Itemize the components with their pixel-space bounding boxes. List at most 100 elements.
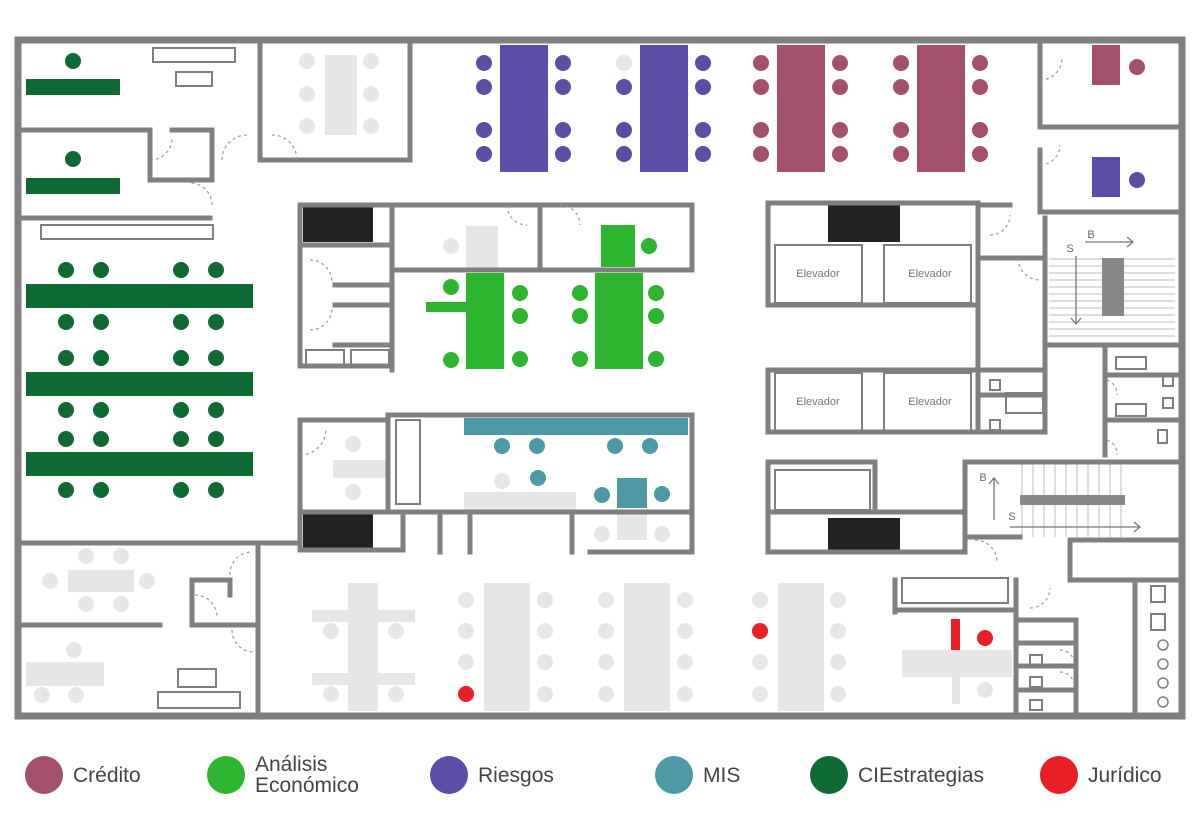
fixture-8: [883, 244, 972, 304]
chair-104: [388, 686, 404, 702]
chair-85: [594, 487, 610, 503]
chair-12: [616, 146, 632, 162]
elevator-label-2: Elevador: [908, 268, 952, 280]
legend-item-analisis: Análisis Económico: [207, 750, 359, 800]
chair-21: [832, 55, 848, 71]
desk-19: [348, 583, 378, 711]
desk-juridico-1: [951, 619, 960, 650]
chair-105: [458, 592, 474, 608]
chair-juridico-2: [752, 623, 768, 639]
desk-6: [26, 452, 253, 476]
stair-arrow-1: [1085, 236, 1135, 248]
chair-68: [641, 238, 657, 254]
legend-swatch-ciestrategias: [810, 756, 848, 794]
fixture-14: [1115, 403, 1147, 417]
chair-34: [1129, 172, 1145, 188]
door-swing-5: [309, 259, 333, 283]
chair-13: [695, 55, 711, 71]
fixture-16: [989, 419, 1001, 431]
sink-1: [1157, 639, 1169, 651]
stair-arrow-2: [1070, 256, 1082, 326]
door-swing-6: [309, 307, 333, 331]
chair-58: [208, 402, 224, 418]
chair-25: [893, 55, 909, 71]
chair-56: [173, 402, 189, 418]
chair-42: [363, 118, 379, 134]
chair-35: [65, 53, 81, 69]
chair-30: [972, 79, 988, 95]
office-desk-1: [1092, 45, 1120, 85]
chair-juridico-3: [977, 630, 993, 646]
chair-63: [173, 431, 189, 447]
dark-block-3: [828, 205, 900, 242]
chair-28: [893, 146, 909, 162]
fixture-13: [1115, 356, 1147, 370]
office-desk-2: [1092, 157, 1120, 197]
desk-14: [464, 492, 576, 510]
door-swing-2: [189, 182, 213, 206]
chair-110: [537, 654, 553, 670]
chair-119: [598, 686, 614, 702]
chair-95: [113, 596, 129, 612]
fixture-7: [774, 244, 863, 304]
fixture-23: [1029, 676, 1043, 688]
legend-label-riesgos: Riesgos: [478, 763, 554, 787]
chair-24: [832, 146, 848, 162]
chair-66: [208, 482, 224, 498]
team-desk-1: [500, 45, 548, 172]
chair-91: [345, 484, 361, 500]
chair-97: [139, 573, 155, 589]
chair-51: [58, 350, 74, 366]
chair-108: [537, 623, 553, 639]
chair-121: [752, 592, 768, 608]
fixture-9: [774, 372, 863, 432]
chair-102: [388, 623, 404, 639]
chair-43: [58, 262, 74, 278]
stair-core-2: [1020, 495, 1125, 505]
chair-112: [537, 686, 553, 702]
chair-9: [616, 55, 632, 71]
desk-26: [952, 620, 960, 704]
team-desk-4: [917, 45, 965, 172]
fixture-26: [157, 691, 241, 709]
door-swing-16: [1017, 257, 1041, 281]
door-swing-14: [1039, 144, 1061, 166]
chair-52: [58, 402, 74, 418]
chair-71: [512, 285, 528, 301]
legend-label-mis: MIS: [703, 763, 741, 787]
chair-107: [458, 623, 474, 639]
chair-31: [972, 122, 988, 138]
desk-3: [325, 55, 357, 135]
chair-23: [832, 122, 848, 138]
dark-block-4: [828, 518, 900, 552]
legend-item-juridico: Jurídico: [1040, 750, 1162, 800]
desk-20: [312, 610, 415, 622]
chair-1: [476, 55, 492, 71]
chair-61: [93, 431, 109, 447]
legend-swatch-credito: [25, 756, 63, 794]
chair-117: [598, 654, 614, 670]
chair-17: [753, 55, 769, 71]
chair-33: [1129, 59, 1145, 75]
fixture-11: [774, 469, 871, 511]
fixture-20: [1150, 585, 1166, 603]
dark-block-2: [303, 513, 373, 550]
chair-15: [695, 122, 711, 138]
chair-39: [299, 86, 315, 102]
chair-67: [443, 238, 459, 254]
door-swing-4: [271, 134, 298, 161]
stair-label-4: S: [1008, 511, 1015, 523]
chair-20: [753, 146, 769, 162]
door-swing-18: [1106, 439, 1118, 456]
door-swing-11: [194, 594, 218, 618]
stair-label-2: S: [1066, 243, 1073, 255]
chair-128: [830, 686, 846, 702]
chair-127: [752, 686, 768, 702]
chair-75: [572, 308, 588, 324]
chair-81: [529, 438, 545, 454]
sink-3: [1157, 677, 1169, 689]
chair-100: [68, 687, 84, 703]
stair-core-1: [1102, 258, 1124, 316]
